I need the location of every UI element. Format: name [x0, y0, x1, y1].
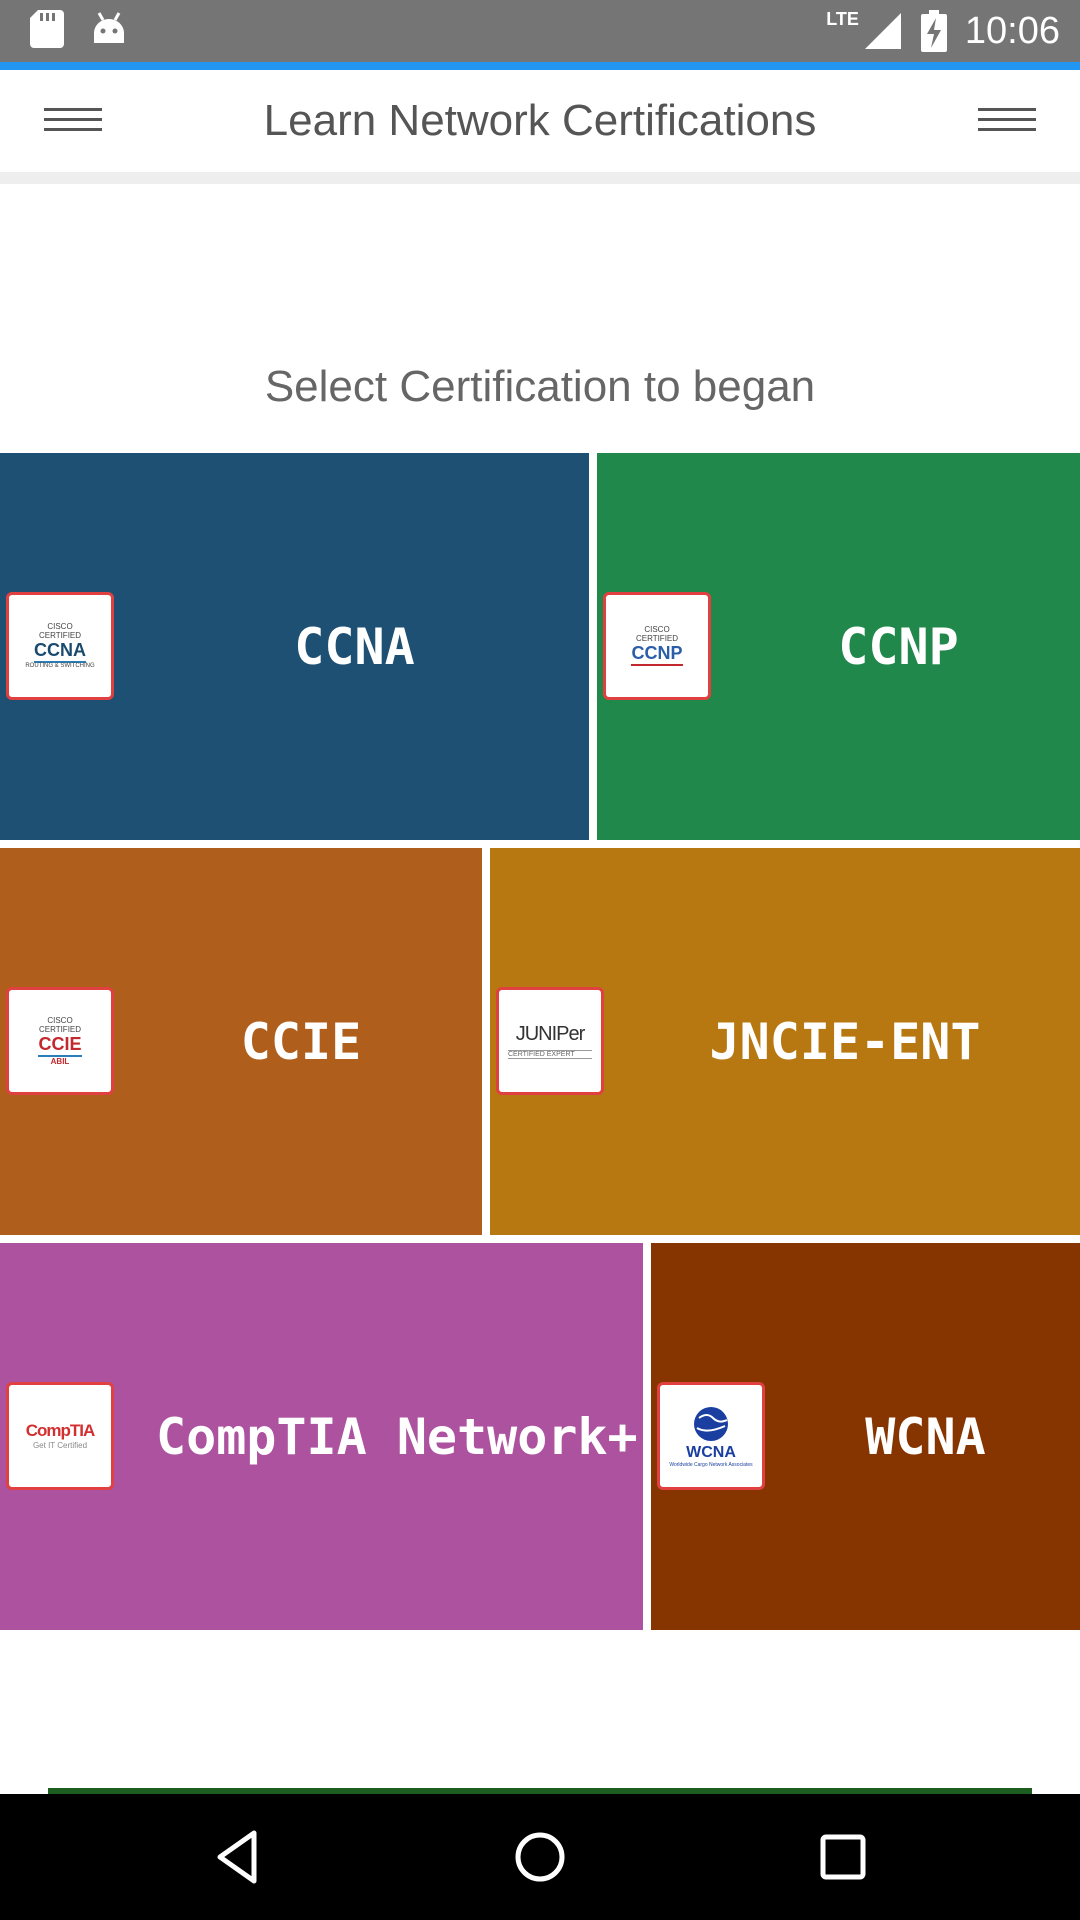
tile-ccna[interactable]: CISCO CERTIFIED CCNA ROUTING & SWITCHING… — [0, 453, 589, 840]
logo-sub: Get IT Certified — [32, 1441, 88, 1450]
tile-label: JNCIE-ENT — [709, 1012, 981, 1071]
ccie-logo: CISCO CERTIFIED CCIE ABIL — [6, 986, 114, 1095]
comptia-logo: CompTIA Get IT Certified — [6, 1381, 114, 1490]
battery-charging-icon — [920, 10, 947, 52]
tile-ccie[interactable]: CISCO CERTIFIED CCIE ABIL CCIE — [0, 848, 482, 1235]
juniper-logo: JUNIPer CERTIFIED EXPERT — [496, 986, 604, 1095]
logo-sub: ROUTING & SWITCHING — [25, 663, 95, 669]
tile-ccnp[interactable]: CISCO CERTIFIED CCNP CCNP — [597, 453, 1080, 840]
ccnp-logo: CISCO CERTIFIED CCNP — [603, 591, 711, 700]
globe-icon — [694, 1406, 728, 1441]
logo-line1: CISCO — [47, 1015, 73, 1025]
app-bar: Learn Network Certifications — [0, 70, 1080, 172]
tile-label: CompTIA Network+ — [156, 1407, 638, 1466]
signal-icon — [864, 13, 901, 49]
tile-label: CCIE — [240, 1012, 362, 1071]
logo-line1: CISCO — [47, 622, 73, 631]
ad-banner-edge — [48, 1788, 1032, 1794]
logo-main: CCNP — [631, 643, 683, 666]
tile-label: CCNP — [838, 617, 959, 676]
logo-sub: Worldwide Cargo Network Associates — [669, 1461, 753, 1468]
ccna-logo: CISCO CERTIFIED CCNA ROUTING & SWITCHING — [6, 591, 114, 700]
tile-label: WCNA — [865, 1407, 986, 1466]
logo-line2: CERTIFIED — [38, 1024, 82, 1034]
tile-label: CCNA — [294, 617, 415, 676]
logo-sub: ABIL — [50, 1056, 70, 1066]
logo-sub: CERTIFIED EXPERT — [508, 1049, 592, 1059]
tile-jncie-ent[interactable]: JUNIPer CERTIFIED EXPERT JNCIE-ENT — [490, 848, 1080, 1235]
tile-wcna[interactable]: WCNA Worldwide Cargo Network Associates … — [651, 1243, 1080, 1630]
sd-card-icon — [30, 10, 64, 48]
logo-main: JUNIPer — [515, 1022, 586, 1045]
left-hamburger-menu-icon[interactable] — [44, 94, 102, 144]
navigation-bar — [0, 1794, 1080, 1920]
right-hamburger-menu-icon[interactable] — [978, 94, 1036, 144]
status-time: 10:06 — [964, 9, 1060, 52]
logo-line2: CERTIFIED — [635, 634, 679, 643]
status-accent-line — [0, 62, 1080, 70]
logo-line1: CISCO — [644, 625, 670, 634]
android-icon — [94, 12, 124, 43]
logo-main: CompTIA — [25, 1421, 96, 1440]
logo-main: CCNA — [34, 640, 86, 663]
app-title: Learn Network Certifications — [263, 96, 817, 145]
logo-line2: CERTIFIED — [38, 631, 82, 640]
select-prompt: Select Certification to began — [264, 362, 816, 411]
home-icon[interactable] — [510, 1827, 570, 1887]
back-icon[interactable] — [208, 1827, 268, 1887]
logo-main: WCNA — [686, 1443, 736, 1461]
network-type: LTE — [826, 8, 859, 29]
logo-main: CCIE — [38, 1034, 82, 1057]
wcna-logo: WCNA Worldwide Cargo Network Associates — [657, 1381, 765, 1490]
tile-comptia-network-plus[interactable]: CompTIA Get IT Certified CompTIA Network… — [0, 1243, 643, 1630]
recents-icon[interactable] — [813, 1827, 873, 1887]
status-bar: LTE 10:06 — [0, 0, 1080, 62]
app-bar-divider — [0, 172, 1080, 184]
